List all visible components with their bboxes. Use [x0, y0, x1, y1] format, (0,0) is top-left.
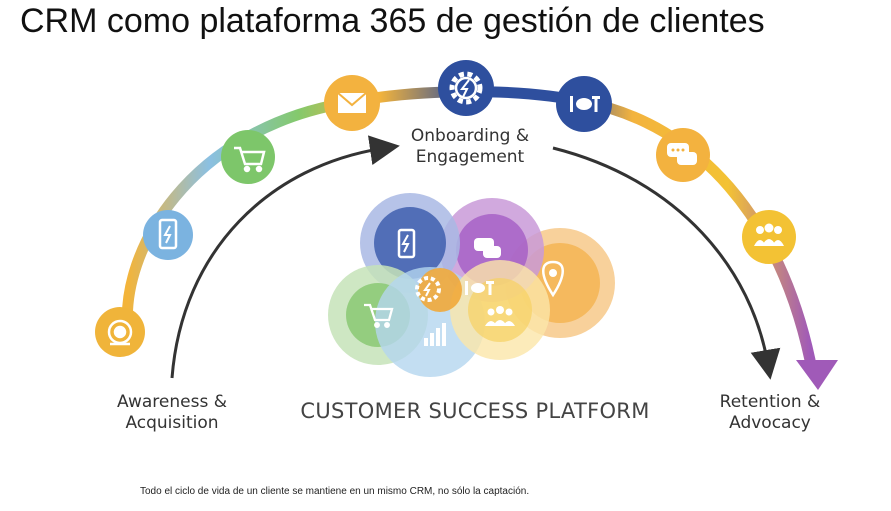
arc-headset-circle [95, 307, 145, 357]
arc-gear-circle [438, 60, 494, 116]
stage-label-awareness: Awareness & Acquisition [117, 392, 227, 434]
retention-arrow [552, 146, 781, 380]
cart-icon [234, 146, 266, 173]
iot-icon [570, 96, 600, 112]
arc-iot-circle [556, 76, 612, 132]
platform-label: CUSTOMER SUCCESS PLATFORM [300, 399, 650, 423]
arc-chat-circle [656, 128, 710, 182]
lifecycle-arrowhead [796, 360, 838, 390]
stage-label-retention: Retention & Advocacy [719, 392, 821, 434]
chat-icon [474, 238, 501, 258]
mail-icon [337, 92, 367, 113]
footnote: Todo el ciclo de vida de un cliente se m… [140, 486, 530, 497]
platform-cluster [328, 193, 615, 377]
acquisition-arrow [170, 135, 400, 379]
pin-icon [542, 260, 564, 298]
mobile-icon [397, 228, 416, 259]
arc-mail-circle [324, 75, 380, 131]
people-icon [485, 306, 515, 326]
arc-mobile-circle [143, 210, 193, 260]
gear-icon [449, 71, 483, 105]
arc-people-circle [742, 210, 796, 264]
cart-icon [364, 303, 394, 328]
chat-icon [667, 143, 697, 165]
people-icon [754, 223, 784, 246]
arc-cart-circle [221, 130, 275, 184]
stage-label-onboarding: Onboarding & Engagement [410, 126, 530, 168]
gear-icon [415, 276, 441, 302]
mobile-icon [158, 218, 178, 250]
headset-icon [107, 319, 133, 346]
bar-chart-icon [424, 323, 446, 346]
page-title: CRM como plataforma 365 de gestión de cl… [20, 2, 765, 40]
iot-icon [465, 281, 494, 295]
